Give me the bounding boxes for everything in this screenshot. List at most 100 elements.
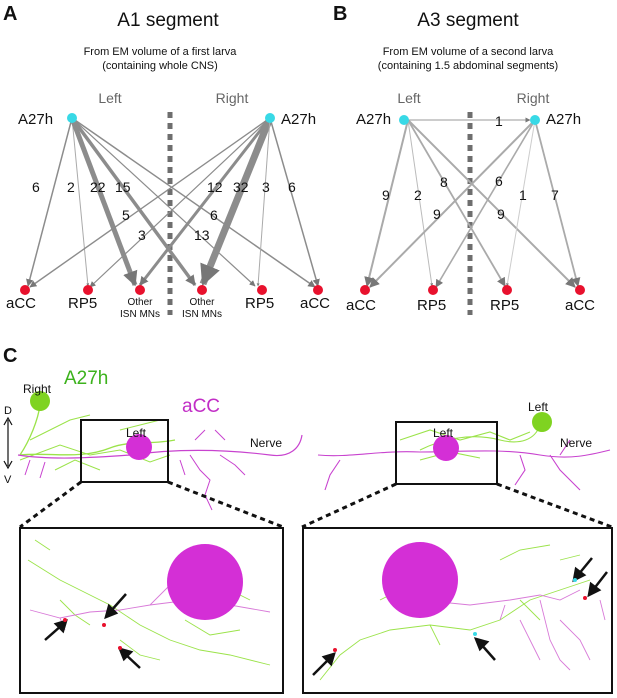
left-soma-label-3: Left (433, 426, 454, 440)
other-left-label-2: ISN MNs (120, 309, 160, 320)
panel-c: C A27h aCC D V Right Left Nerve (3, 345, 613, 694)
panel-a-letter: A (3, 3, 17, 25)
weight-b-a: 9 (382, 187, 390, 203)
rp5-left-label: RP5 (68, 295, 97, 312)
weight-a-r-rp5-l: 3 (138, 227, 146, 243)
weight-a-r-rp5: 3 (262, 179, 270, 195)
other-right-label-2: ISN MNs (182, 309, 222, 320)
reconstruction-left: Right Left Nerve (17, 382, 303, 529)
left-soma-label-1: Left (126, 426, 147, 440)
a27h-right-node (265, 113, 275, 123)
weight-a-l-acc: 6 (32, 179, 40, 195)
weight-b-d: 9 (433, 206, 441, 222)
edge-a-l-acc (26, 117, 73, 287)
b-acc-right-label: aCC (565, 297, 595, 314)
weight-b-e: 6 (495, 173, 503, 189)
weight-a-r-acc: 6 (288, 179, 296, 195)
zoom-inset-right (302, 527, 613, 694)
panel-b-letter: B (333, 3, 347, 25)
other-left-label-1: Other (127, 297, 153, 308)
panel-b: B A3 segment From EM volume of a second … (333, 3, 595, 315)
acc-soma-zoom-left (167, 544, 243, 620)
weight-b-b: 2 (414, 187, 422, 203)
rp5-right-node (257, 285, 267, 295)
panel-b-subtitle-1: From EM volume of a second larva (383, 46, 554, 58)
acc-left-label: aCC (6, 295, 36, 312)
panel-c-letter: C (3, 345, 17, 367)
panel-a-subtitle-2: (containing whole CNS) (102, 60, 218, 72)
a27h-right-label: A27h (281, 111, 316, 128)
panel-b-edges (364, 117, 581, 288)
b-acc-right-node (575, 285, 585, 295)
b-rp5-left-node (428, 285, 438, 295)
weight-b-f: 9 (497, 206, 505, 222)
edge-b-r-rp5-l (435, 119, 536, 288)
panel-a-left-label: Left (98, 90, 121, 106)
b-a27h-left-label: A27h (356, 111, 391, 128)
nerve-label-2: Nerve (560, 436, 592, 450)
other-right-label-1: Other (189, 297, 215, 308)
b-rp5-right-node (502, 285, 512, 295)
dv-arrow-down (3, 460, 13, 470)
a27h-left-label: A27h (18, 111, 53, 128)
arrows-zoom-left (44, 593, 141, 669)
ventral-label: V (4, 474, 12, 486)
right-soma-label: Right (23, 382, 52, 396)
panel-a-subtitle-1: From EM volume of a first larva (84, 46, 238, 58)
weight-a-r-other-r: 32 (233, 179, 249, 195)
zoom-box-right (395, 421, 498, 485)
b-rp5-left-label: RP5 (417, 297, 446, 314)
b-a27h-right-label: A27h (546, 111, 581, 128)
nerve-label-1: Nerve (250, 436, 282, 450)
a27h-legend: A27h (64, 368, 108, 389)
weight-b-l-to-r: 1 (495, 113, 503, 129)
edge-a-r-rp5 (256, 117, 271, 287)
weight-a-r-other-l2: 13 (194, 227, 210, 243)
edge-a-r-other-l (138, 117, 272, 286)
acc-legend: aCC (182, 396, 220, 417)
acc-left-node (20, 285, 30, 295)
other-right-node (197, 285, 207, 295)
edge-a-l-rp5-r (71, 117, 256, 287)
a27h-soma-right (30, 391, 50, 411)
panel-a-edges (26, 116, 320, 288)
panel-b-title: A3 segment (417, 10, 519, 31)
other-left-node (135, 285, 145, 295)
a27h-left-node (67, 113, 77, 123)
weight-b-c: 8 (440, 174, 448, 190)
panel-b-left-label: Left (397, 90, 420, 106)
edge-b-r-acc (534, 119, 581, 287)
edge-b-l-acc-r (407, 119, 576, 288)
weight-a-l-other-l: 22 (90, 179, 106, 195)
edge-a-l-other-l (69, 117, 138, 287)
edge-a-r-rp5-l (89, 117, 271, 288)
b-a27h-right-node (530, 115, 540, 125)
acc-soma-right-panel (433, 435, 459, 461)
b-acc-left-label: aCC (346, 297, 376, 314)
b-acc-left-node (360, 285, 370, 295)
edge-b-l-rp5-r (407, 119, 506, 287)
weight-b-h: 7 (551, 187, 559, 203)
edge-a-l-other-r (70, 116, 197, 287)
acc-soma-zoom-right (382, 542, 458, 618)
panel-a-title: A1 segment (117, 10, 219, 31)
zoom-guide-right-2 (496, 482, 613, 529)
edge-a-l-rp5 (71, 117, 90, 287)
rp5-right-label: RP5 (245, 295, 274, 312)
edge-b-r-rp5 (505, 119, 536, 287)
zoom-guide-left-1 (19, 480, 82, 529)
zoom-inset-left (19, 527, 284, 694)
acc-right-node (313, 285, 323, 295)
edge-a-r-acc-l (29, 117, 271, 288)
dv-arrow-up (3, 416, 13, 426)
edge-a-l-acc-r (71, 117, 316, 288)
a27h-soma-left (532, 412, 552, 432)
weight-a-l-other-r: 15 (115, 179, 131, 195)
acc-right-label: aCC (300, 295, 330, 312)
weight-a-l-acc-r: 6 (210, 207, 218, 223)
b-rp5-right-label: RP5 (490, 297, 519, 314)
zoom-box-left (80, 419, 169, 483)
b-a27h-left-node (399, 115, 409, 125)
weight-a-r-other-l: 12 (207, 179, 223, 195)
